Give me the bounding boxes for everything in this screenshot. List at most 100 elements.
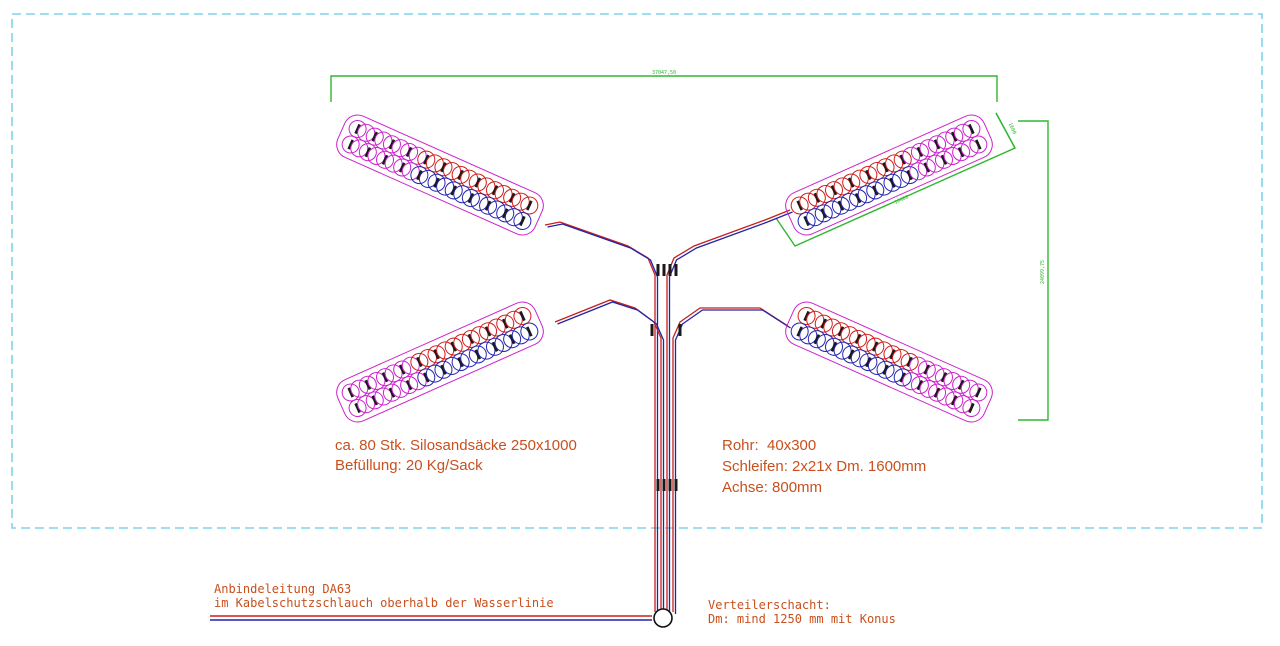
sandbag-clamp <box>916 146 924 158</box>
pipe-loop <box>866 181 885 200</box>
sandbag-clamp <box>474 349 482 360</box>
sandbag-clamp <box>484 200 492 211</box>
pipe-loop <box>842 345 861 364</box>
sandbag-clamp <box>889 349 896 360</box>
sandbag-clamp <box>837 326 845 337</box>
notes-left-line1: ca. 80 Stk. Silosandsäcke 250x1000 <box>335 437 577 454</box>
sandbag-clamp <box>899 154 906 165</box>
pipe-loop <box>917 158 936 177</box>
sandbag-clamp <box>440 364 447 375</box>
collector-field-upper-left <box>336 114 544 236</box>
sandbag-clamp <box>354 402 361 414</box>
pipe-loop <box>451 353 470 372</box>
dimension-field <box>775 112 1016 247</box>
pipe-coupling <box>662 264 666 276</box>
sandbag-clamp <box>467 333 475 345</box>
sandbag-clamp <box>796 200 803 211</box>
pipe-loop <box>849 189 868 208</box>
sandbag-clamp <box>847 177 855 188</box>
sandbag-clamp <box>968 402 975 414</box>
sandbag-clamp <box>519 215 526 227</box>
sandbag-clamp <box>872 185 879 196</box>
dimension-top-label: 37047,50 <box>652 70 676 76</box>
sandbag-clamp <box>508 192 516 203</box>
pipe-loop <box>928 383 947 402</box>
sandbag-clamp <box>872 341 879 352</box>
sandbag-clamp <box>899 372 906 383</box>
pipe-loop <box>952 143 971 162</box>
sandbag-clamp <box>820 208 827 219</box>
pipe-loop <box>969 135 988 154</box>
feed-return-line <box>557 301 665 614</box>
feed-return-line <box>674 309 791 614</box>
pipe-loop <box>825 337 844 356</box>
sandbag-clamp <box>882 162 889 173</box>
pipe-coupling <box>656 479 660 491</box>
pipe-loop <box>358 143 377 162</box>
pipe-coupling <box>662 479 666 491</box>
sandbag-clamp <box>933 139 941 150</box>
sandbag-clamp <box>813 192 821 203</box>
pipe-loop <box>410 166 429 185</box>
sandbag-clamp <box>830 341 838 352</box>
pipe-loop <box>883 173 902 192</box>
sandbag-clamp <box>450 185 457 196</box>
sandbag-clamp <box>933 387 941 398</box>
sandbag-clamp <box>388 139 396 150</box>
feed-supply-line <box>666 209 791 612</box>
sandbag-clamp <box>519 310 526 322</box>
notes-right-line3: Achse: 800mm <box>722 479 822 496</box>
sandbag-clamp <box>865 357 872 368</box>
sandbag-clamp <box>865 169 872 180</box>
sandbag-clamp <box>433 177 440 188</box>
sandbag-clamp <box>491 341 499 352</box>
pipe-loop <box>468 345 487 364</box>
pipe-loop <box>348 398 367 417</box>
pipe-loop <box>382 383 401 402</box>
sandbag-clamp <box>381 372 389 383</box>
sandbag-clamp <box>371 131 378 142</box>
notes-left-line2: Befüllung: 20 Kg/Sack <box>335 457 483 474</box>
sandbag-clamp <box>364 147 372 158</box>
pipe-loop <box>831 196 850 215</box>
pipe-loop <box>341 135 360 154</box>
sandbag-clamp <box>923 162 931 173</box>
connection-note-line2: im Kabelschutzschlauch oberhalb der Wass… <box>214 596 554 610</box>
pipe-loop <box>893 368 912 387</box>
sandbag-clamp <box>484 326 492 337</box>
dimension-right-label: 24099,75 <box>1040 260 1046 284</box>
sandbag-clamp <box>354 123 361 135</box>
sandbag-clamp <box>502 208 509 219</box>
sandbag-clamp <box>526 326 533 337</box>
sandbag-clamp <box>820 318 827 329</box>
sandbag-clamp <box>796 326 803 337</box>
pipe-loop <box>365 391 384 410</box>
sandbag-clamp <box>508 334 516 345</box>
pipe-loop <box>503 330 522 349</box>
dimension-field-width-label: 1600 <box>1007 122 1017 135</box>
sandbag-clamp <box>381 154 389 165</box>
feed-supply-line <box>544 221 656 612</box>
collector-fields <box>336 114 993 423</box>
pipe-loop <box>962 398 981 417</box>
feed-supply-line <box>554 299 662 612</box>
dimension-field-length-label: 16400 <box>893 194 909 206</box>
sandbag-clamp <box>398 364 406 375</box>
sandbag-clamp <box>467 192 475 204</box>
dimension-right <box>1018 120 1049 421</box>
sandbag-clamp <box>813 334 821 345</box>
sandbag-clamp <box>854 333 862 345</box>
pipe-loop <box>400 376 419 395</box>
collector-field-lower-left <box>336 301 544 423</box>
notes-right-line1: Rohr: 40x300 <box>722 437 816 454</box>
sandbag-clamp <box>440 162 447 173</box>
connection-pipe <box>210 615 652 621</box>
collector-field-upper-right <box>785 114 993 236</box>
pipe-coupling <box>674 264 678 276</box>
feed-return-line <box>668 211 793 614</box>
pipe-coupling <box>668 264 672 276</box>
sandbag-clamp <box>830 185 838 196</box>
sandbag-clamp <box>951 131 958 142</box>
sandbag-clamp <box>364 379 372 390</box>
pipe-loop <box>797 211 816 230</box>
